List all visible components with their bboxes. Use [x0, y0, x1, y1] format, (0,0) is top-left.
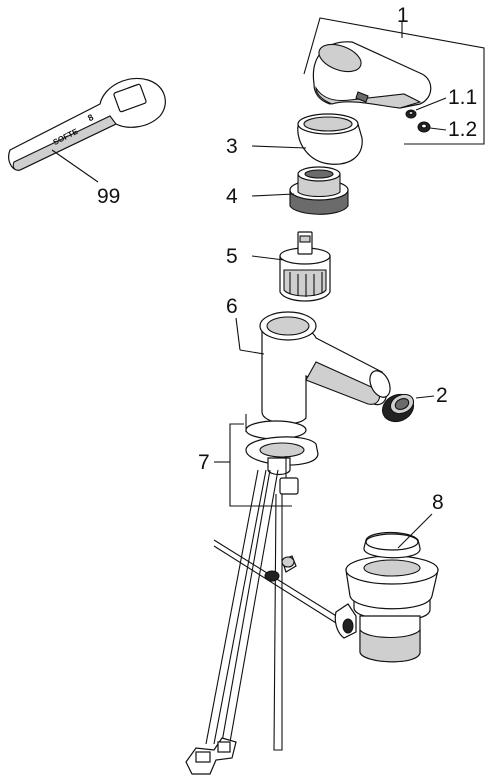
leader-5 [251, 255, 285, 261]
screw-part-1-2 [417, 121, 431, 133]
leader-6 [235, 317, 241, 351]
pop-up-waste-part-8 [334, 531, 439, 663]
cover-ring-part-3 [297, 113, 363, 165]
label-1-2: 1.2 [448, 118, 477, 141]
faucet-body [245, 311, 391, 432]
aerator-part-2 [381, 393, 415, 423]
label-1: 1 [397, 4, 409, 27]
pull-rod-linkage [213, 539, 347, 629]
label-6: 6 [226, 295, 238, 318]
label-99: 99 [97, 185, 120, 208]
leader-99 [51, 149, 99, 183]
label-4: 4 [226, 185, 238, 208]
label-7: 7 [198, 451, 210, 474]
label-3: 3 [226, 135, 238, 158]
label-5: 5 [226, 245, 238, 268]
bracket-part-1 [303, 17, 485, 145]
leader-4 [251, 193, 295, 197]
wrench-part-99: SOFTE 8 [8, 77, 166, 171]
bracket-part-7 [229, 423, 292, 507]
leader-1-1 [415, 97, 447, 111]
cartridge-part-5 [279, 231, 331, 302]
mounting-set-part-7 [245, 420, 319, 495]
hose-fitting [185, 737, 237, 775]
leader-1-2 [429, 127, 447, 131]
leader-3 [251, 145, 307, 149]
leader-8 [397, 513, 433, 549]
wrench-mark: 8 [86, 112, 95, 123]
screw-part-1-1 [405, 109, 417, 119]
label-2: 2 [436, 384, 448, 407]
pop-up-rod-part-6 [239, 349, 265, 355]
handle-lever-part-1 [312, 41, 432, 109]
leader-2 [415, 395, 435, 399]
label-8: 8 [432, 491, 444, 514]
retaining-nut-part-4 [289, 166, 349, 215]
label-1-1: 1.1 [448, 86, 477, 109]
supply-hoses [185, 469, 283, 775]
